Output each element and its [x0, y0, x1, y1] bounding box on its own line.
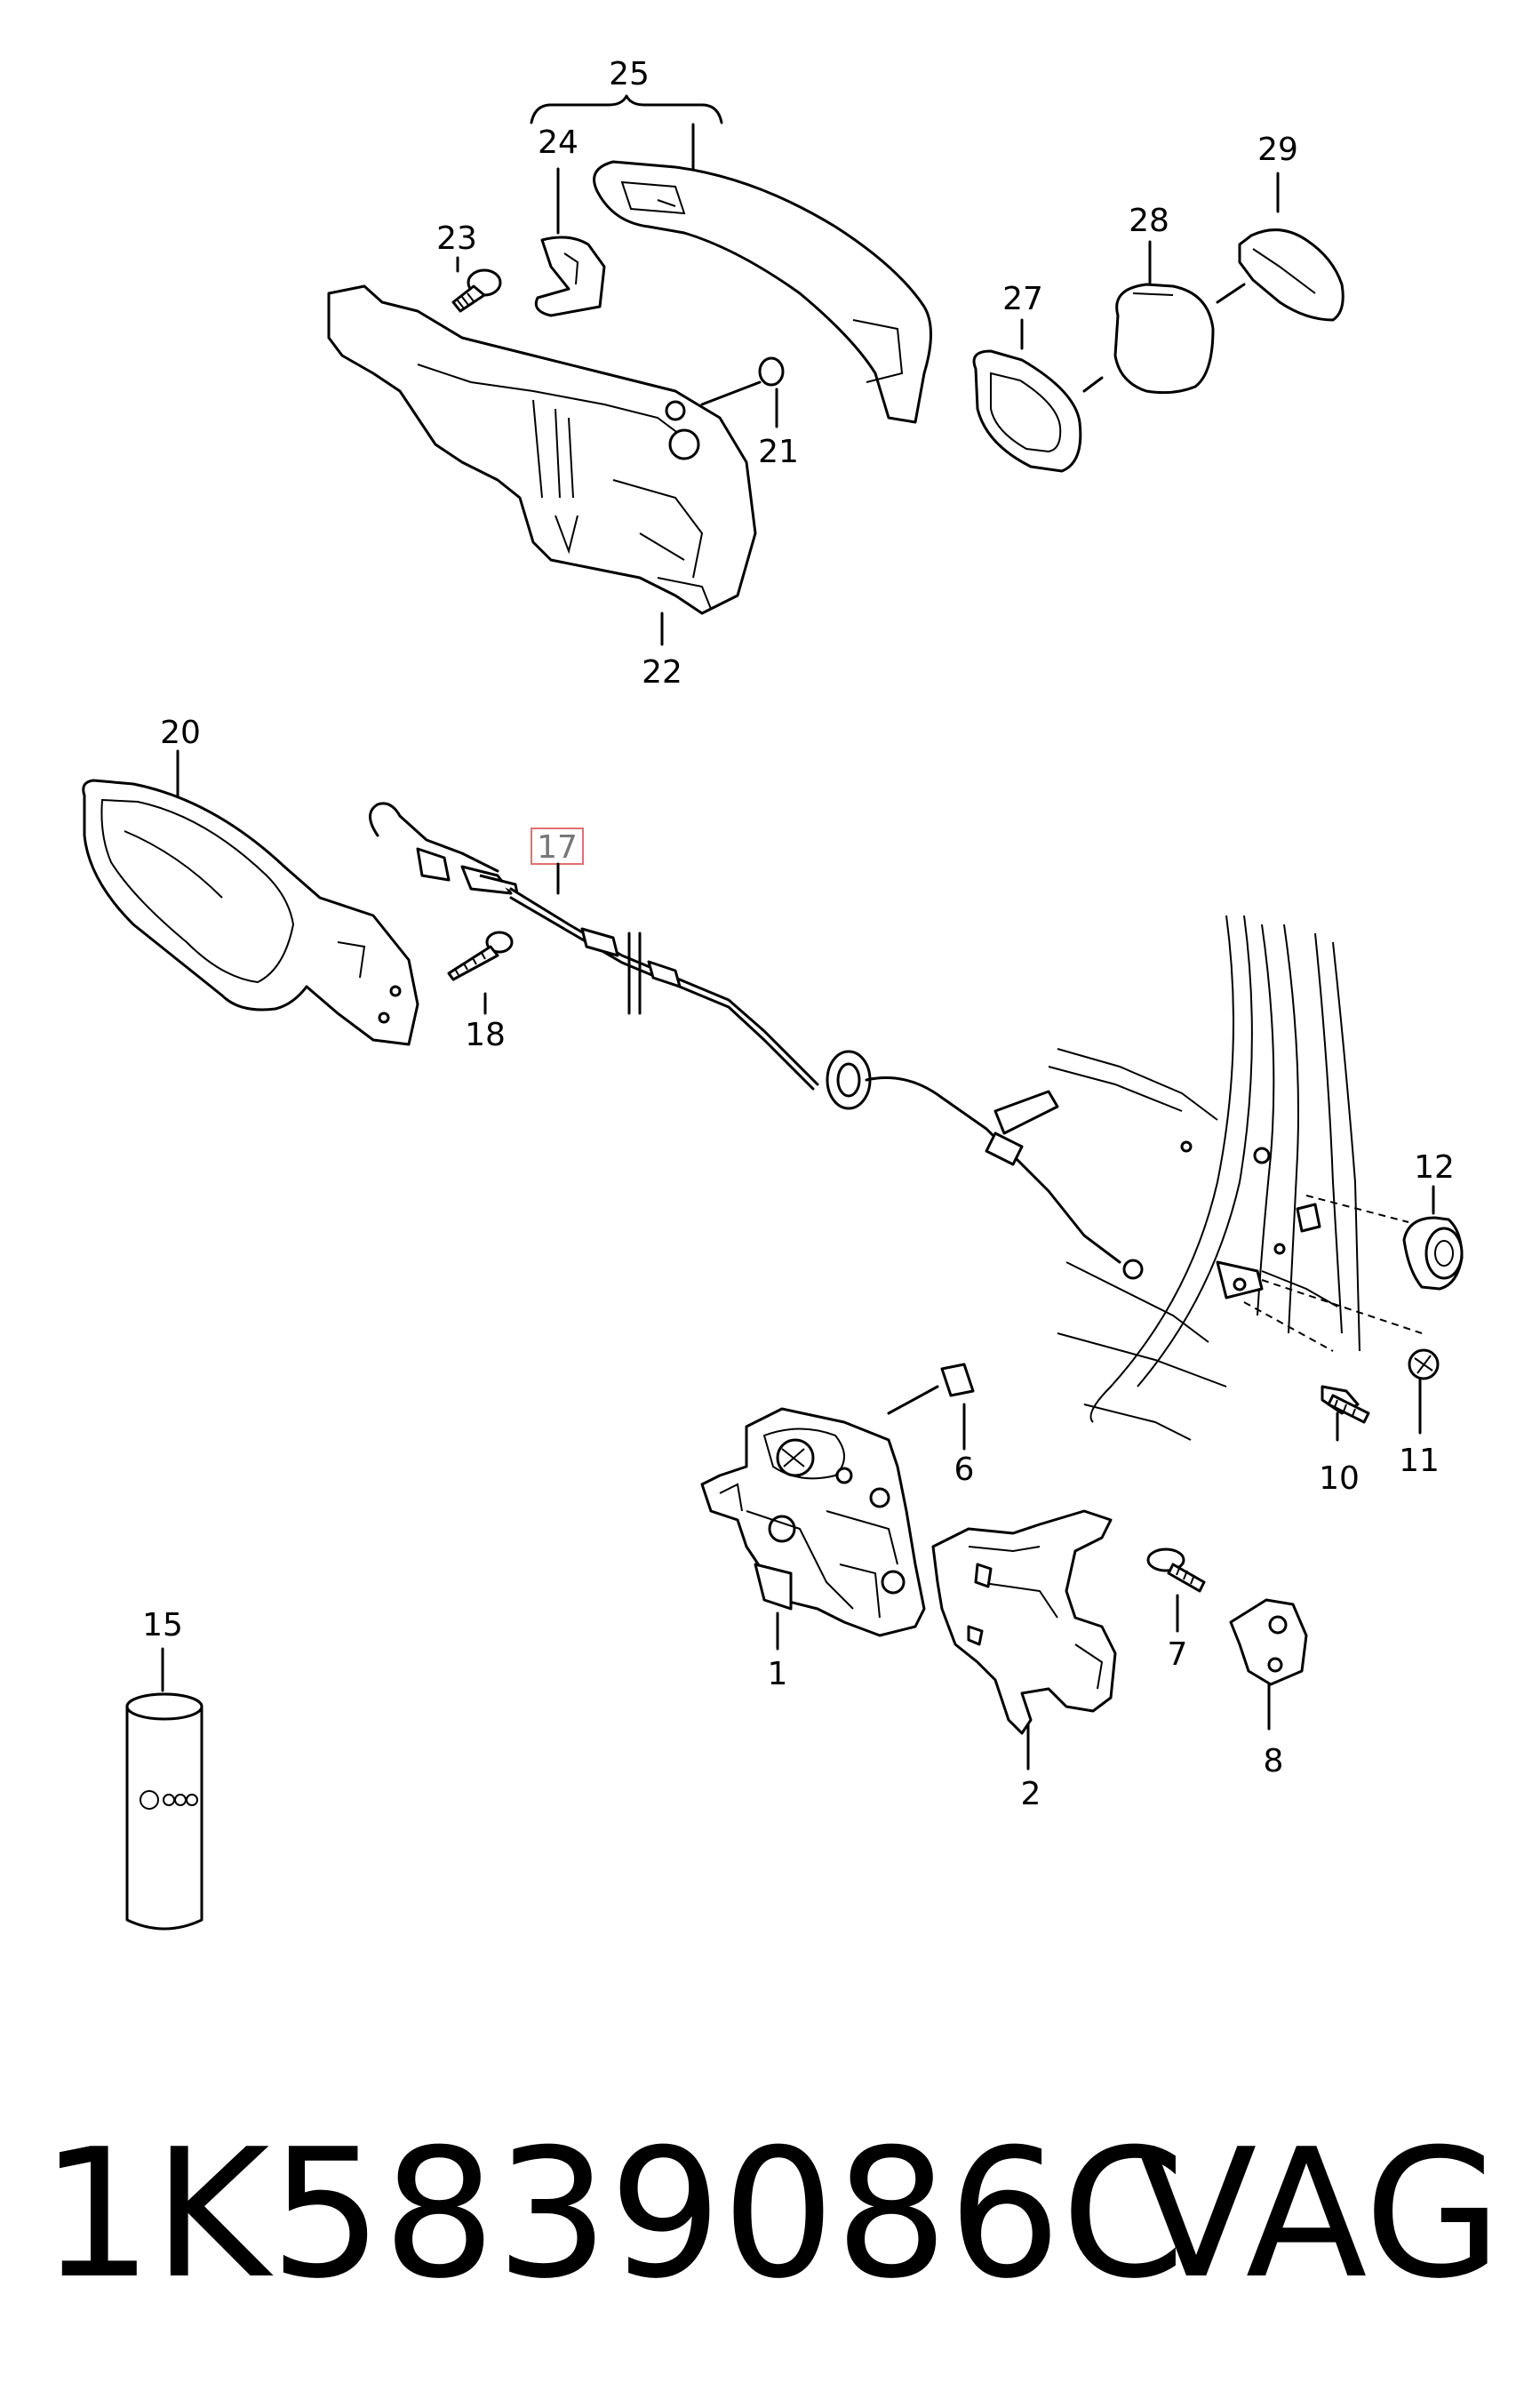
outer-handle-part — [593, 160, 932, 424]
door-lock-part — [700, 1407, 926, 1637]
gasket-27-part — [972, 349, 1082, 473]
label-6: 6 — [954, 1451, 975, 1488]
door-frame — [1048, 915, 1423, 1441]
label-20: 20 — [160, 715, 201, 751]
label-29: 29 — [1257, 132, 1298, 168]
cover-29-part — [1238, 228, 1345, 322]
plug-11-part — [1408, 1348, 1440, 1380]
cap-28-part — [1113, 283, 1215, 395]
handle-carrier-part — [327, 284, 757, 615]
label-17: 17 — [537, 829, 578, 866]
label-8: 8 — [1264, 1743, 1284, 1779]
label-12: 12 — [1414, 1149, 1455, 1186]
part-number: 1K5839086C — [40, 2111, 1185, 2318]
cable-17-part — [369, 802, 1144, 1280]
label-18: 18 — [465, 1017, 506, 1053]
leader-27b — [1082, 376, 1104, 393]
striker-8-part — [1229, 1598, 1308, 1686]
label-21: 21 — [758, 434, 799, 470]
interior-handle-part — [82, 779, 419, 1046]
grease-can-15-part — [125, 1692, 203, 1931]
label-10: 10 — [1319, 1460, 1360, 1497]
label-25: 25 — [609, 56, 650, 92]
cover-cap-part — [534, 236, 606, 317]
label-24: 24 — [538, 124, 578, 161]
label-7: 7 — [1168, 1636, 1188, 1673]
label-27: 27 — [1002, 281, 1043, 317]
screw-7-part — [1146, 1547, 1206, 1593]
label-22: 22 — [642, 654, 682, 691]
label-1: 1 — [768, 1656, 788, 1692]
o-ring-21-part — [758, 356, 785, 387]
brand-name: VAG — [1136, 2111, 1502, 2318]
bracket-2-part — [931, 1509, 1117, 1735]
screw-23-part — [451, 268, 502, 313]
bracket-25 — [530, 94, 723, 175]
label-28: 28 — [1129, 203, 1169, 239]
label-23: 23 — [436, 220, 477, 257]
leader-21b — [700, 380, 762, 406]
label-15: 15 — [142, 1607, 183, 1643]
connector-6-part — [887, 1363, 975, 1415]
leader-28b — [1216, 283, 1246, 304]
label-2: 2 — [1021, 1776, 1041, 1812]
grommet-12-part — [1402, 1216, 1464, 1291]
screw-18-part — [447, 931, 514, 981]
screw-10-part — [1321, 1385, 1370, 1424]
label-11: 11 — [1399, 1443, 1440, 1479]
